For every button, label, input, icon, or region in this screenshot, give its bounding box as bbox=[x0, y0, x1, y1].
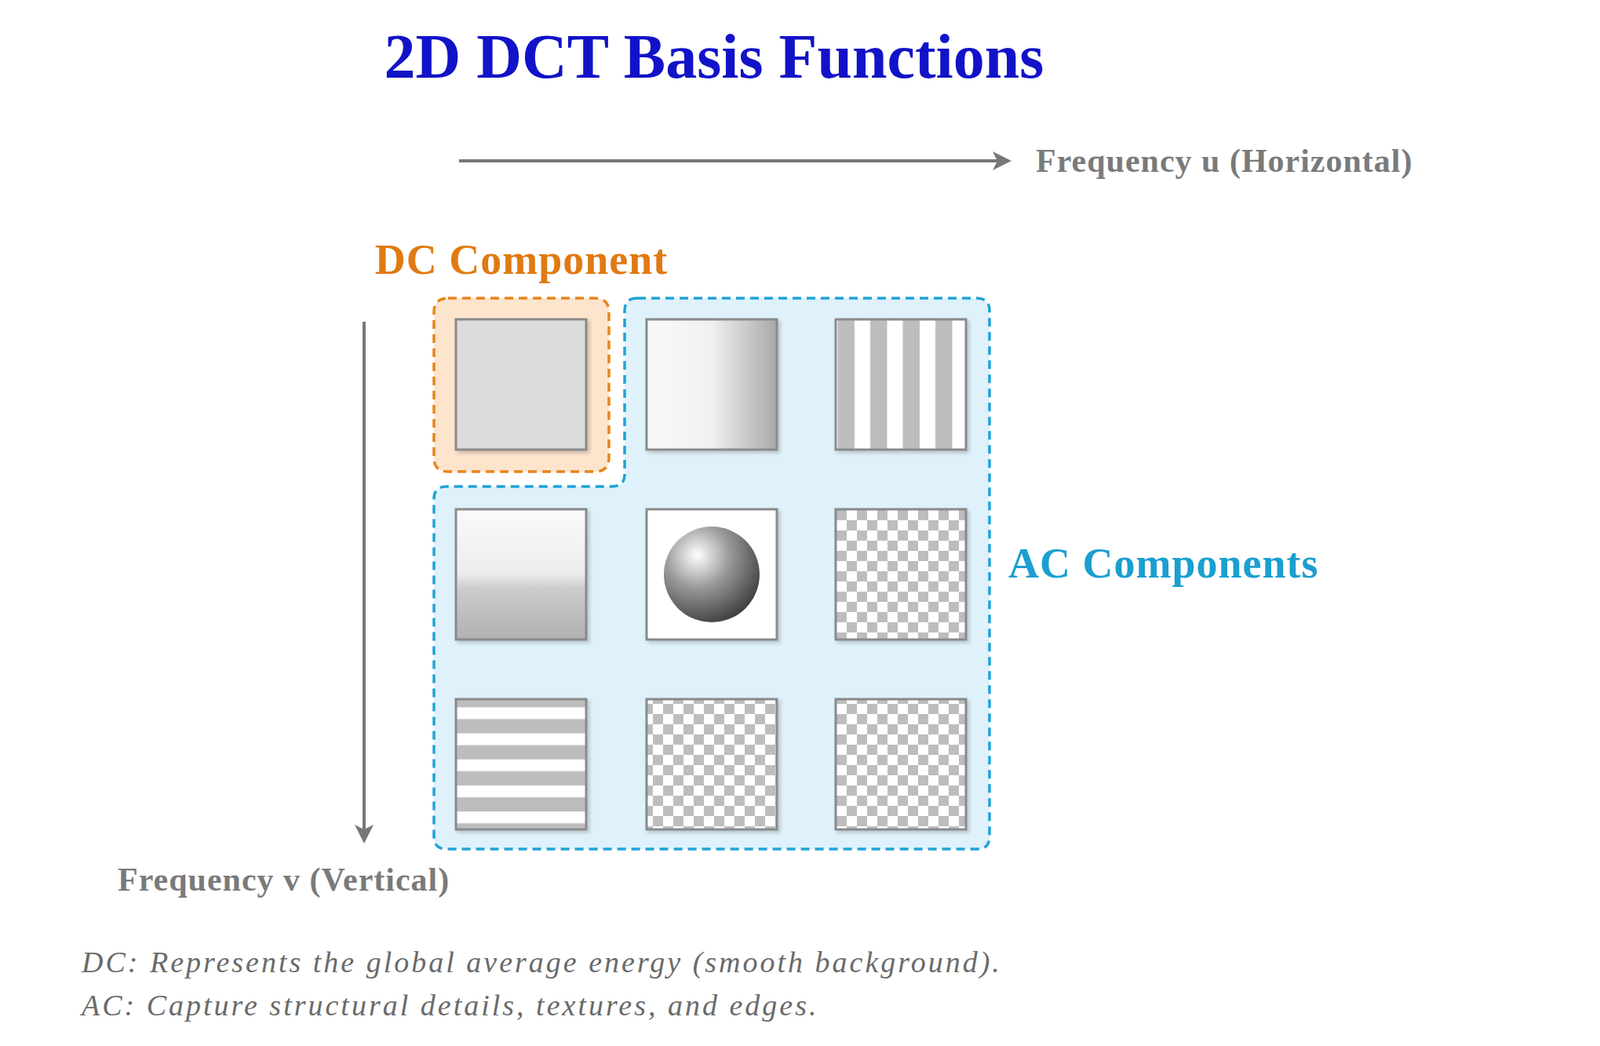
basis-tile bbox=[646, 319, 777, 450]
basis-tile bbox=[646, 699, 777, 830]
region-heading: AC Components bbox=[1008, 539, 1320, 588]
horizontal-axis-arrow bbox=[459, 159, 1009, 163]
dashed-border bbox=[433, 298, 609, 472]
region-outline bbox=[433, 298, 609, 472]
basis-tile bbox=[455, 699, 587, 830]
sphere-illustration bbox=[663, 526, 760, 623]
note-line: AC: Capture structural details, textures… bbox=[81, 987, 820, 1023]
basis-tile bbox=[835, 319, 966, 450]
basis-tile bbox=[455, 509, 587, 640]
basis-tile bbox=[646, 509, 777, 640]
region-heading: DC Component bbox=[375, 235, 669, 285]
dc-basis-tile bbox=[455, 319, 587, 450]
note-line: DC: Represents the global average energy… bbox=[81, 944, 1003, 980]
basis-tile bbox=[835, 509, 966, 640]
region-outline bbox=[433, 298, 990, 850]
axis-label: Frequency v (Vertical) bbox=[117, 860, 450, 899]
ac-region: AC Components bbox=[433, 298, 990, 850]
dc-region: DC Component bbox=[433, 298, 609, 472]
dashed-border bbox=[433, 298, 990, 850]
diagram-title: 2D DCT Basis Functions bbox=[384, 21, 1045, 93]
vertical-axis-arrow bbox=[362, 321, 366, 841]
basis-tile bbox=[835, 699, 966, 830]
axis-label: Frequency u (Horizontal) bbox=[1035, 142, 1414, 180]
